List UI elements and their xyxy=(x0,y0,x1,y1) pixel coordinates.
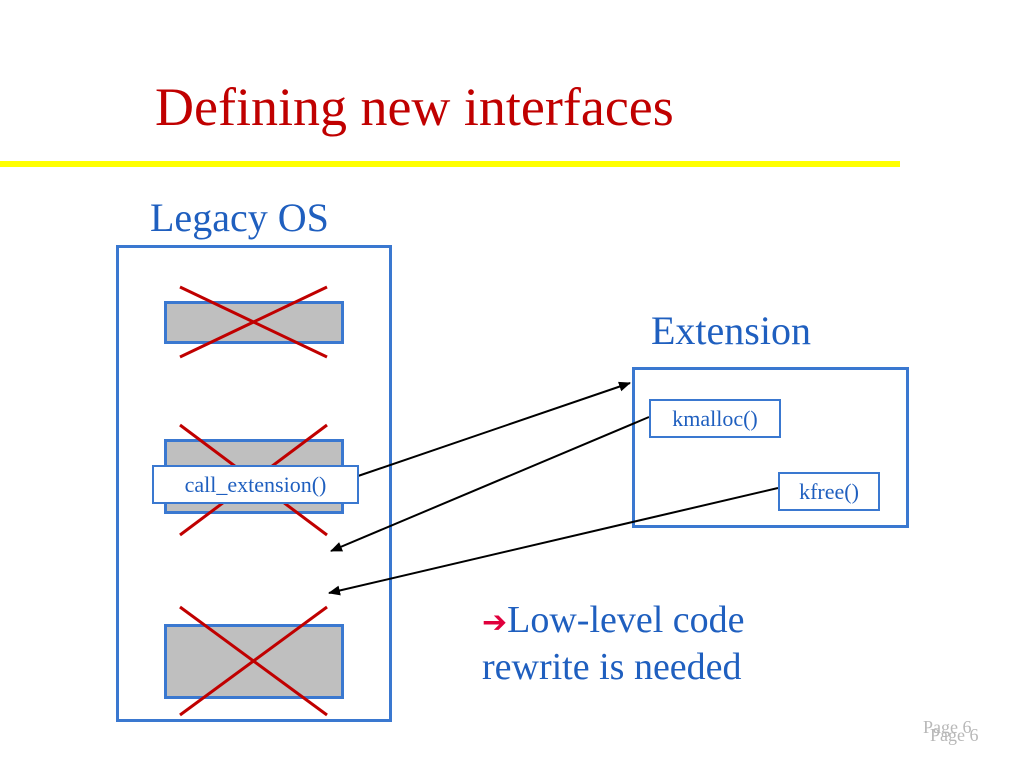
slide-title: Defining new interfaces xyxy=(155,77,674,137)
title-underline xyxy=(0,161,900,167)
conclusion-line-1: Low-level code xyxy=(507,599,745,641)
extension-label: Extension xyxy=(651,308,811,353)
call-extension-box: call_extension() xyxy=(152,465,359,504)
legacy-block-1 xyxy=(164,301,344,344)
kmalloc-box: kmalloc() xyxy=(649,399,781,438)
legacy-block-3 xyxy=(164,624,344,699)
right-arrow-icon: ➔ xyxy=(482,605,508,640)
conclusion-line-2: rewrite is needed xyxy=(482,646,742,688)
kfree-box: kfree() xyxy=(778,472,880,511)
conclusion-text: ➔Low-level code rewrite is needed xyxy=(482,598,902,690)
page-number-echo: Page 6 xyxy=(930,725,979,745)
legacy-os-label: Legacy OS xyxy=(150,195,329,240)
arrow-call-to-extension xyxy=(357,381,631,477)
page-number: Page 6 xyxy=(923,717,972,737)
